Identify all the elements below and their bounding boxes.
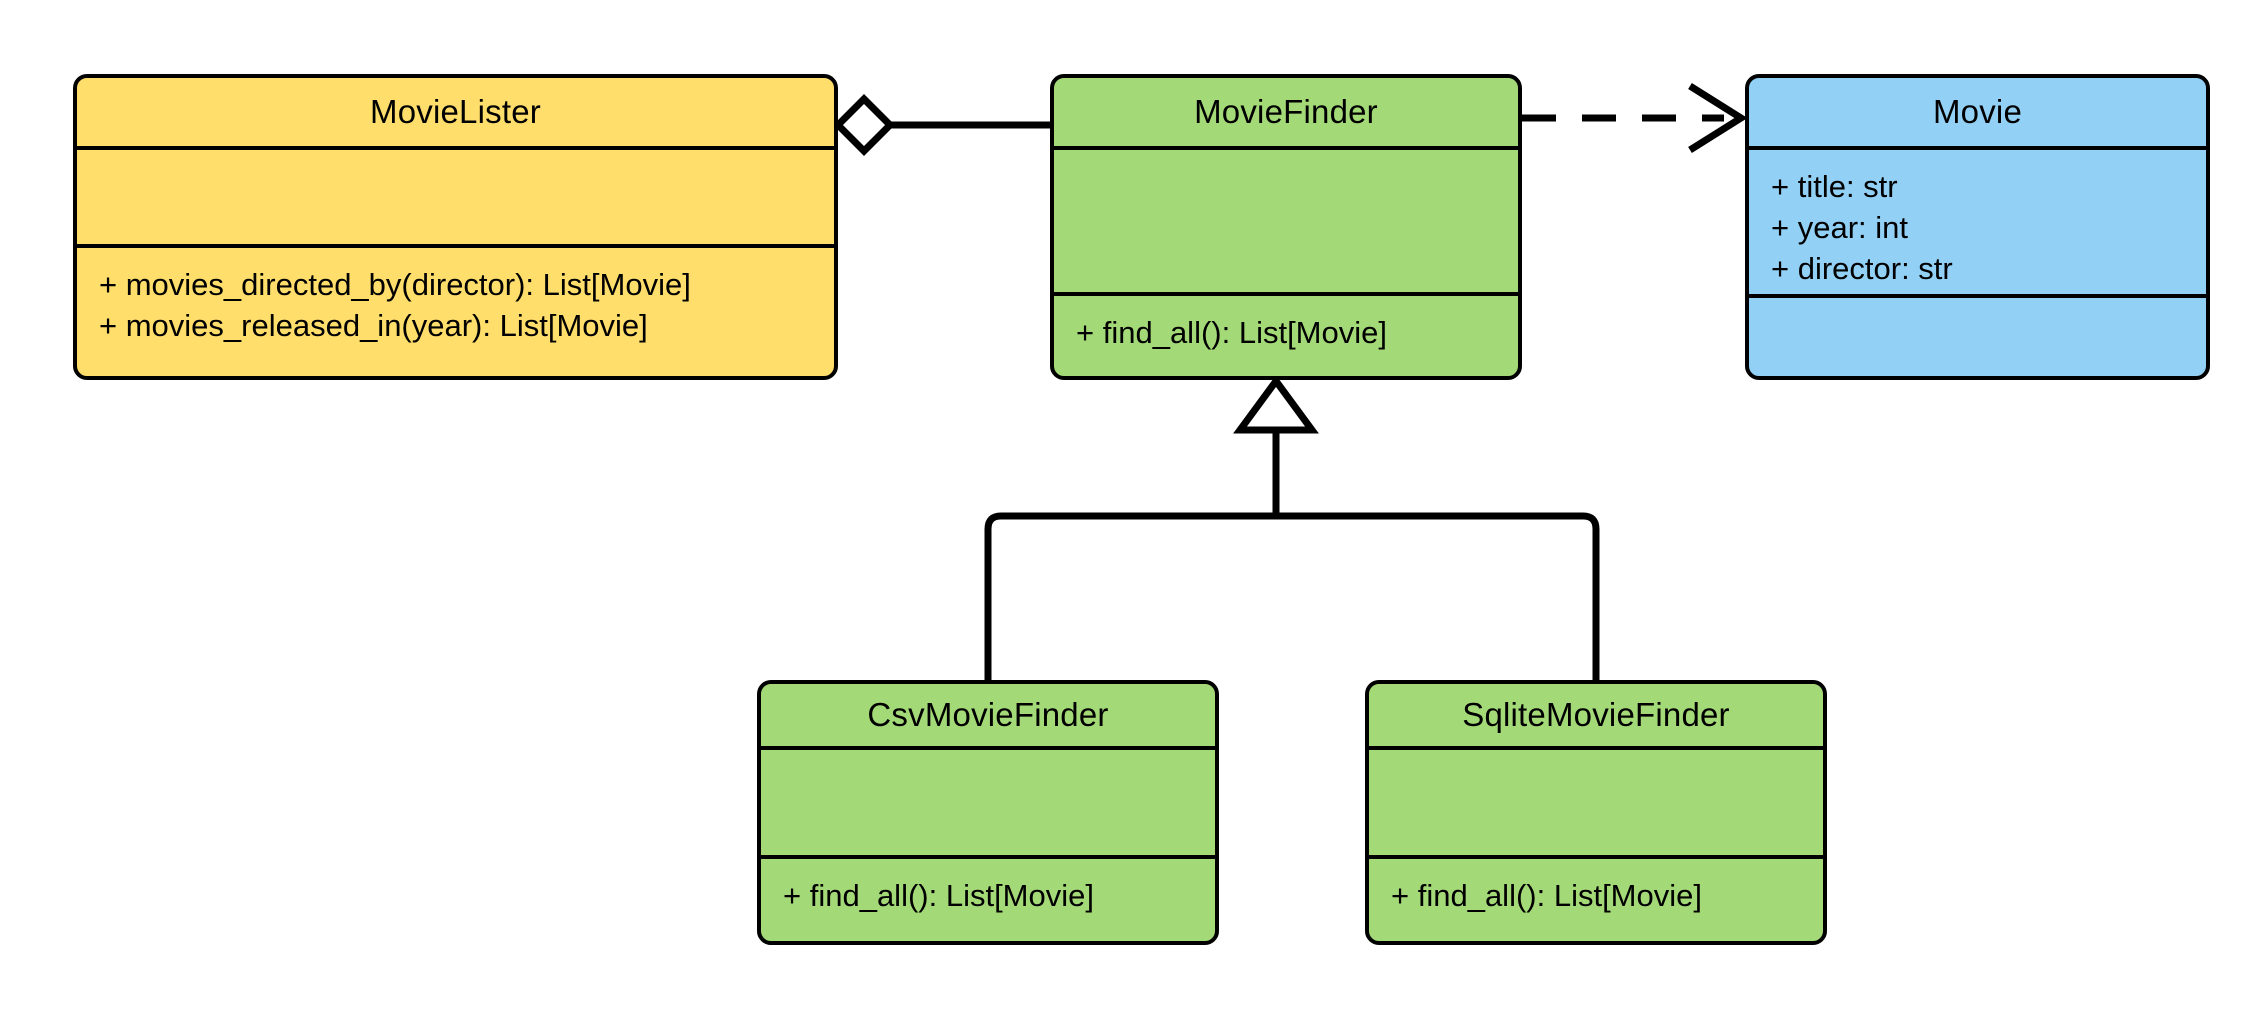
attributes-compartment-csv-movie-finder [761,746,1215,855]
methods-compartment-movie-finder: + find_all(): List[Movie] [1054,292,1518,376]
methods-compartment-movie [1749,294,2206,376]
class-box-movie[interactable]: Movie + title: str + year: int + directo… [1745,74,2210,380]
hollow-diamond-icon [833,94,895,156]
class-box-movie-finder[interactable]: MovieFinder + find_all(): List[Movie] [1050,74,1522,380]
attribute-item: + director: str [1771,251,1953,287]
attributes-compartment-movie-finder [1054,146,1518,292]
hollow-triangle-icon [1233,375,1319,434]
attribute-item: + year: int [1771,210,1908,246]
class-name-sqlite-movie-finder: SqliteMovieFinder [1462,696,1730,733]
method-item: + find_all(): List[Movie] [1076,315,1387,350]
class-name-movie: Movie [1932,93,2023,130]
method-item: + find_all(): List[Movie] [783,878,1094,913]
methods-compartment-movie-lister: + movies_directed_by(director): List[Mov… [77,244,834,376]
attributes-compartment-sqlite-movie-finder [1369,746,1823,855]
edge-aggregation-lister-finder [833,94,1050,156]
open-arrowhead-icon [1688,83,1748,153]
edge-dependency-finder-movie [1522,83,1748,153]
attribute-item: + title: str [1771,169,1898,204]
attributes-compartment-movie: + title: str + year: int + director: str [1749,146,2206,294]
generalization-branch-sqlite [1276,512,1600,680]
methods-compartment-csv-movie-finder: + find_all(): List[Movie] [761,855,1215,941]
class-box-sqlite-movie-finder[interactable]: SqliteMovieFinder + find_all(): List[Mov… [1365,680,1827,945]
method-item: + movies_released_in(year): List[Movie] [99,308,648,344]
attributes-compartment-movie-lister [77,146,834,244]
methods-compartment-sqlite-movie-finder: + find_all(): List[Movie] [1369,855,1823,941]
class-name-csv-movie-finder: CsvMovieFinder [867,696,1109,733]
class-box-movie-lister[interactable]: MovieLister + movies_directed_by(directo… [73,74,838,380]
class-name-movie-lister: MovieLister [370,93,541,130]
method-item: + movies_directed_by(director): List[Mov… [99,267,691,302]
generalization-branch-csv [984,512,1276,680]
method-item: + find_all(): List[Movie] [1391,878,1702,913]
edge-generalization-tree [984,375,1600,680]
class-box-csv-movie-finder[interactable]: CsvMovieFinder + find_all(): List[Movie] [757,680,1219,945]
class-name-movie-finder: MovieFinder [1194,93,1378,130]
